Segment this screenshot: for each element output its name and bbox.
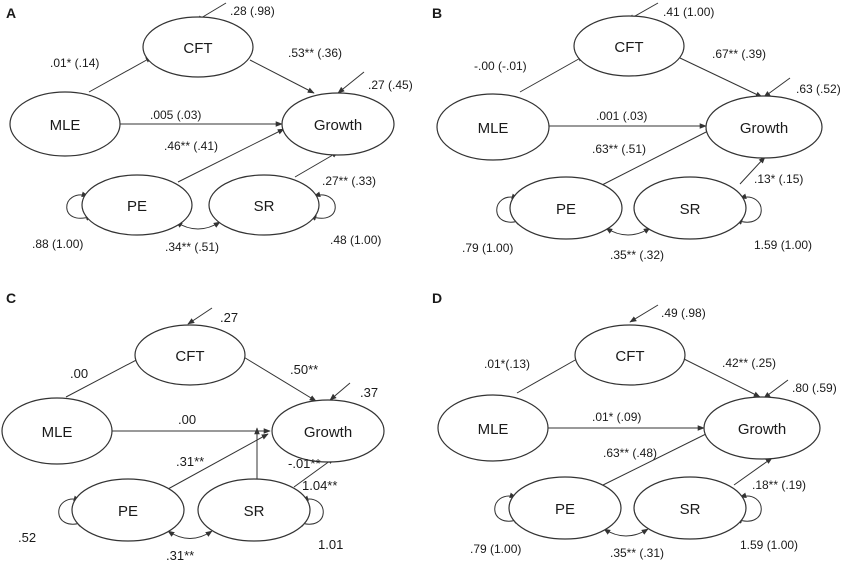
label-sr-growth: 1.04** [302,478,337,493]
label-pe-sr: .34** (.51) [165,240,219,254]
node-mle [1,397,113,465]
label-sr-growth: .27** (.33) [322,174,376,188]
label-growth-resid: .37 [360,385,378,400]
label-cft-growth: .50** [290,362,318,377]
label-sr-var: 1.59 (1.00) [740,538,798,552]
label-cft-growth: .53** (.36) [288,46,342,60]
label-pe-var: .88 (1.00) [32,237,83,251]
label-pe-var: .79 (1.00) [462,241,513,255]
label-pe-var: .52 [18,530,36,545]
node-cft [574,324,686,386]
node-cft-label: CFT [175,348,204,365]
panel-b: B CFT MLE Growth PE SR .41 (1.00) -.00 (… [432,2,841,262]
label-cft-growth: .42** (.25) [722,356,776,370]
node-mle-label: MLE [50,117,81,134]
label-pe-growth: .46** (.41) [164,139,218,153]
label-pe-sr: .31** [166,548,194,563]
label-cft-resid: .27 [220,310,238,325]
node-mle-label: MLE [42,424,73,441]
label-sr-var: .48 (1.00) [330,233,381,247]
node-growth [705,95,823,159]
label-sr-var: 1.59 (1.00) [754,238,812,252]
panel-a: A CFT MLE Growth PE SR .28 (.98) .01* (.… [6,2,413,254]
node-sr [633,476,747,540]
node-mle-label: MLE [478,120,509,137]
label-sr-path: -.01** [288,456,321,471]
panel-c: C CFT MLE Growth PE SR .27 .00 .50** .37… [1,290,385,563]
label-cft-resid: .28 (.98) [230,4,275,18]
label-pe-var: .79 (1.00) [470,542,521,556]
label-cft-growth: .67** (.39) [712,47,766,61]
node-cft-label: CFT [615,348,644,365]
node-pe [81,174,193,236]
node-sr-label: SR [254,198,275,215]
label-mle-growth: .001 (.03) [596,109,647,123]
panel-letter: B [432,5,442,21]
node-mle [437,394,549,462]
node-mle [9,91,121,157]
node-sr-label: SR [244,503,265,520]
label-pe-growth: .31** [176,454,204,469]
node-cft-label: CFT [614,39,643,56]
panel-letter: D [432,290,442,306]
label-sr-growth: .18** (.19) [752,478,806,492]
node-pe-label: PE [127,198,147,215]
node-mle-label: MLE [478,421,509,438]
node-mle [436,93,550,161]
node-growth-label: Growth [314,117,362,134]
panel-letter: A [6,5,16,21]
label-growth-resid: .27 (.45) [368,78,413,92]
label-mle-cft: -.00 (-.01) [474,59,527,73]
label-growth-resid: .80 (.59) [792,381,837,395]
label-mle-growth: .005 (.03) [150,108,201,122]
label-pe-growth: .63** (.48) [603,446,657,460]
node-growth [703,396,821,460]
node-pe [509,176,623,240]
node-growth-label: Growth [740,120,788,137]
label-mle-cft: .01*(.13) [484,357,530,371]
node-growth [281,92,395,156]
label-cft-resid: .49 (.98) [661,306,706,320]
node-cft-label: CFT [183,40,212,57]
label-pe-sr: .35** (.32) [610,248,664,262]
node-growth [271,399,385,463]
node-sr [208,174,320,236]
panel-letter: C [6,290,16,306]
node-sr-label: SR [680,201,701,218]
label-mle-cft: .00 [70,366,88,381]
node-cft [134,324,246,386]
label-sr-growth: .13* (.15) [754,172,803,186]
node-growth-label: Growth [738,421,786,438]
node-pe-label: PE [556,201,576,218]
node-cft [142,16,254,78]
node-cft [573,15,685,77]
label-pe-sr: .35** (.31) [610,546,664,560]
node-sr [633,176,747,240]
panel-d: D CFT MLE Growth PE SR .49 (.98) .01*(.1… [432,290,837,560]
label-pe-growth: .63** (.51) [592,142,646,156]
node-sr [197,478,311,542]
label-mle-growth: .01* (.09) [592,410,641,424]
label-mle-cft: .01* (.14) [50,56,99,70]
node-growth-label: Growth [304,424,352,441]
label-mle-growth: .00 [178,412,196,427]
node-sr-label: SR [680,501,701,518]
node-pe-label: PE [555,501,575,518]
label-growth-resid: .63 (.52) [796,82,841,96]
node-pe [508,476,622,540]
label-sr-var: 1.01 [318,537,343,552]
node-pe-label: PE [118,503,138,520]
label-cft-resid: .41 (1.00) [663,5,714,19]
node-pe [71,478,185,542]
